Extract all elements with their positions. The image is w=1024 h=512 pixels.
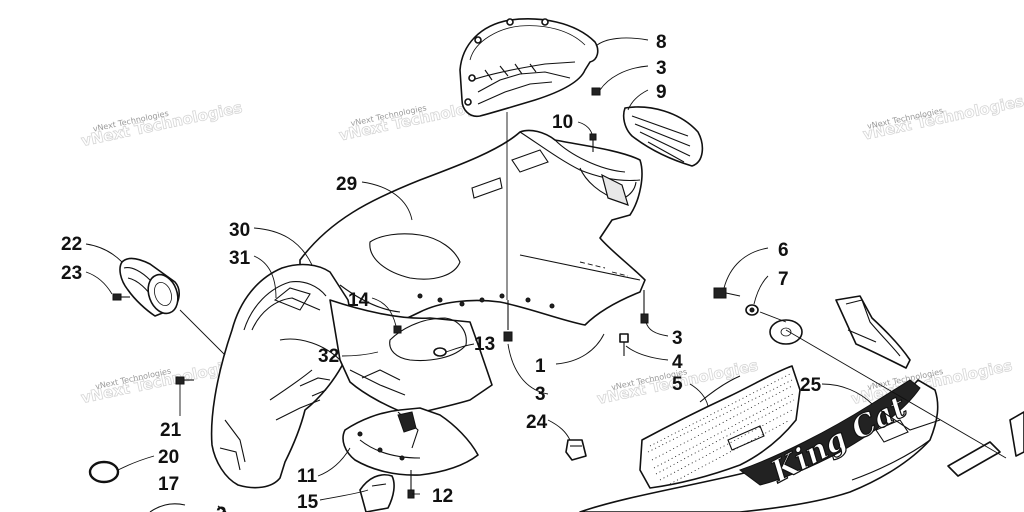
part-5-side-panel [639, 365, 801, 489]
part-hood-front [835, 295, 911, 369]
fastener-3-right [640, 290, 649, 324]
callout-14: 14 [348, 290, 370, 311]
callout-1: 1 [535, 356, 546, 377]
callout-labels: 8 3 9 10 29 30 31 22 23 14 13 32 1 3 4 3… [61, 32, 822, 512]
callout-32: 32 [318, 346, 339, 367]
part-7-washer [745, 304, 759, 316]
callout-17: 17 [158, 474, 179, 495]
callout-21: 21 [160, 420, 182, 441]
part-9-vent-grille [622, 106, 704, 167]
callout-15: 15 [297, 492, 319, 512]
fastener-4 [619, 333, 629, 356]
part-6-bolt [713, 287, 741, 299]
callout-3a: 3 [656, 58, 667, 79]
callout-2: 2 [216, 504, 227, 512]
callout-22: 22 [61, 234, 82, 255]
fastener-10 [589, 133, 597, 152]
callout-25: 25 [800, 375, 822, 396]
callout-4: 4 [672, 352, 683, 373]
callout-6: 6 [778, 240, 789, 261]
callout-31: 31 [229, 248, 251, 269]
part-23-screw [112, 293, 130, 301]
part-24-clip [565, 439, 587, 461]
part-29-body-panel [299, 129, 646, 391]
part-dome-washer [769, 319, 803, 345]
part-17-edge [149, 503, 227, 512]
callout-9: 9 [656, 82, 667, 103]
part-11-lower-liner [342, 407, 479, 476]
watermark-3: vNext Technologies vNext Technologies [861, 92, 1024, 145]
watermark-1: vNext Technologies vNext Technologies [79, 98, 244, 151]
callout-5: 5 [672, 374, 683, 395]
part-20-clamp-ring [88, 460, 120, 484]
callout-23: 23 [61, 263, 82, 284]
part-22-boot [119, 257, 180, 317]
leader-lines [85, 37, 873, 501]
fastener-14 [393, 325, 402, 334]
callout-7: 7 [778, 269, 789, 290]
callout-30: 30 [229, 220, 250, 241]
part-15-bracket [359, 474, 395, 512]
callout-11: 11 [297, 466, 318, 487]
callout-12: 12 [432, 486, 453, 507]
part-30-31-side-fender [210, 263, 351, 489]
alignment-lines [179, 112, 1007, 459]
callout-29: 29 [336, 174, 357, 195]
fastener-13 [433, 347, 447, 357]
callout-10: 10 [552, 112, 573, 133]
part-8-console-cover [459, 18, 599, 118]
fastener-3-top [591, 87, 601, 96]
callout-20: 20 [158, 447, 179, 468]
part-32-inner-liner [329, 299, 493, 416]
callout-3b: 3 [535, 384, 546, 405]
callout-24: 24 [526, 412, 548, 433]
callout-8: 8 [656, 32, 667, 53]
callout-13: 13 [474, 334, 495, 355]
callout-3c: 3 [672, 328, 683, 349]
fastener-3-center [503, 300, 513, 342]
part-badge-plate [947, 411, 1024, 477]
